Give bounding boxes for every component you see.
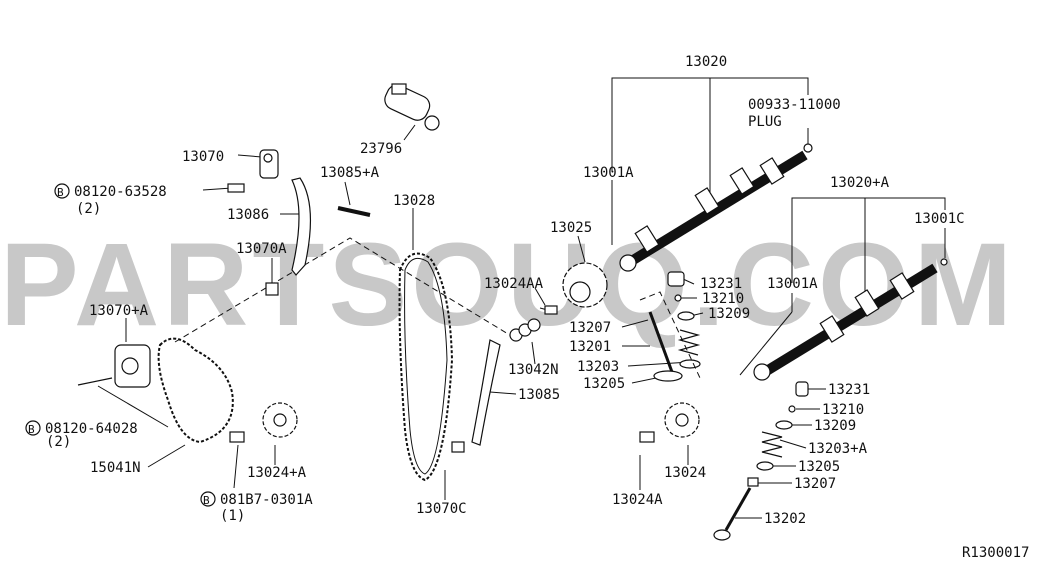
callout-08120-64028: 08120-64028 [45,421,138,437]
callout-qty-2-upper: (2) [76,201,101,217]
callout-13209-lower: 13209 [814,418,856,434]
callout-qty-2-lower: (2) [46,434,71,450]
callout-13085: 13085 [518,387,560,403]
callout-13024aa: 13024AA [484,276,544,292]
part-13070a-bolt [265,282,279,296]
callout-13028: 13028 [393,193,435,209]
callout-13209-upper: 13209 [708,306,750,322]
callout-13210-lower: 13210 [822,402,864,418]
callout-13205-lower: 13205 [798,459,840,475]
part-13024-sprocket [639,402,700,443]
callout-13001a-upper: 13001A [583,165,634,181]
callout-13024a-plus: 13024+A [247,465,307,481]
part-13025-cam-sprocket [562,262,608,308]
part-13042n-seals [509,305,558,342]
callout-13070a: 13070A [236,241,287,257]
part-upper-valve-train [639,271,701,382]
part-13086-chain-guide [291,177,312,276]
part-13085-slack-guide [451,339,501,453]
part-13085a-pin [337,206,371,217]
reference-code: R1300017 [962,545,1029,561]
svg-text:B: B [28,423,35,436]
callout-qty-1: (1) [220,508,245,524]
callout-13042n: 13042N [508,362,559,378]
callout-081b7-0301a: 081B7-0301A [220,492,313,508]
callout-13070-plus-a: 13070+A [89,303,149,319]
callout-13070c: 13070C [416,501,467,517]
part-13070a-tensioner [77,344,151,388]
bolt-mark-icon: B [25,420,41,436]
part-13028-timing-chain [398,252,454,482]
callout-13001a-lower: 13001A [767,276,818,292]
callout-23796: 23796 [360,141,402,157]
callout-13085a: 13085+A [320,165,380,181]
svg-text:B: B [203,494,210,507]
callout-13231-upper: 13231 [700,276,742,292]
callout-13203a: 13203+A [808,441,868,457]
part-lower-valve-train [713,381,809,541]
bolt-mark-icon: B [200,491,216,507]
callout-13086: 13086 [227,207,269,223]
callout-13070: 13070 [182,149,224,165]
callout-13205-upper: 13205 [583,376,625,392]
part-15041n-chain [157,337,234,444]
part-13001a-exhaust-camshaft [619,143,813,272]
callout-13207-upper: 13207 [569,320,611,336]
callout-13024: 13024 [664,465,706,481]
callout-13207-lower: 13207 [794,476,836,492]
callout-13020: 13020 [685,54,727,70]
callout-13210-upper: 13210 [702,291,744,307]
leader-lines [97,77,946,519]
callout-labels: 13020 00933-11000 PLUG 23796 13070 13085… [45,54,1029,561]
callout-00933-11000: 00933-11000 [748,97,841,113]
callout-13025: 13025 [550,220,592,236]
part-23796-sensor [384,83,440,131]
part-13024a-sprocket [229,402,298,443]
callout-13024a: 13024A [612,492,663,508]
callout-08120-63528: 08120-63528 [74,184,167,200]
callout-13203: 13203 [577,359,619,375]
part-13070-tensioner-bracket [227,149,279,193]
callout-13001c: 13001C [914,211,965,227]
bolt-mark-icon: B [54,183,70,199]
callout-plug: PLUG [748,114,782,130]
svg-text:B: B [57,186,64,199]
callout-13201: 13201 [569,339,611,355]
callout-13231-lower: 13231 [828,382,870,398]
callout-15041n: 15041N [90,460,141,476]
callout-13202: 13202 [764,511,806,527]
callout-13020a: 13020+A [830,175,890,191]
part-13001a-intake-camshaft [753,258,948,381]
